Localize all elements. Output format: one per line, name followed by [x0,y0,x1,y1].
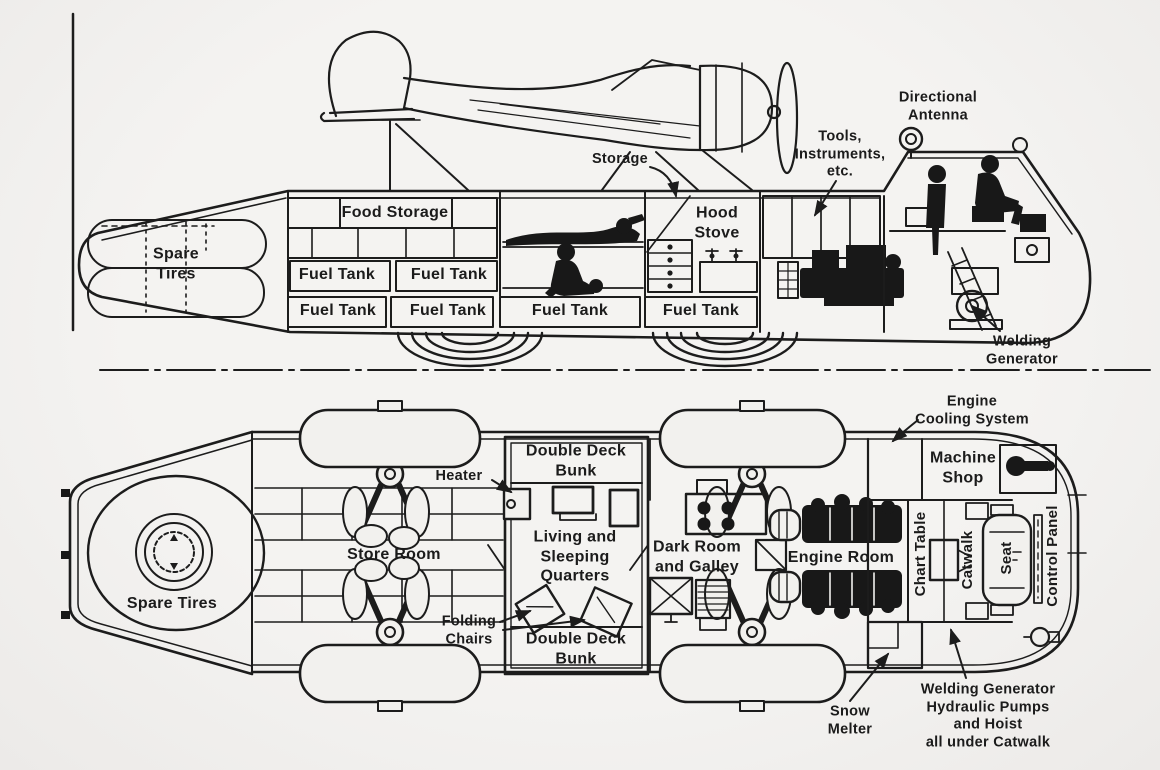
label-engine-room: Engine Room [787,549,895,567]
arrow-folding-chair-2 [502,615,586,631]
label-catwalk: Catwalk [958,530,976,590]
label-storage: Storage [591,151,649,168]
arrow-welding-side [970,304,1001,332]
food-storage-compartment [287,197,498,259]
cab [883,126,1050,333]
generator-side [777,261,799,299]
dresser-and-stove [647,239,758,293]
label-machine-shop: Machine Shop [929,449,997,486]
airplane-cowling [698,64,774,152]
label-food-storage: Food Storage [341,204,449,222]
label-dark-room-galley: Dark Room and Galley [652,538,742,575]
arrow-folding-chair-1 [499,610,532,623]
label-engine-cooling-system: Engine Cooling System [915,393,1029,427]
person-driver [972,155,1023,225]
person-sitting [545,243,603,298]
plan-view [61,400,1087,712]
welding-generator-machine [949,267,1003,330]
airplane-tail [327,30,412,118]
label-fuel-tank-l3: Fuel Tank [531,302,609,320]
airplane-fuselage [402,64,702,152]
engine-room-plan [754,494,902,619]
airplane [319,30,799,191]
arrow-engine-cooling [891,419,919,443]
label-tools-instruments: Tools, Instruments, etc. [794,128,886,180]
label-double-deck-bunk-top: Double Deck Bunk [525,442,627,479]
label-hood-stove: Hood Stove [694,204,740,241]
bunk-area-side [499,190,761,333]
label-heater: Heater [435,468,483,485]
engine-side [800,245,904,306]
spare-tire-plan [86,474,266,632]
galley-fittings [648,438,768,673]
label-folding-chairs: Folding Chairs [441,613,497,647]
label-chart-table: Chart Table [911,511,929,597]
side-view [71,12,1151,371]
label-seat: Seat [997,541,1015,575]
heater-unit [502,487,532,521]
airplane-canopy [611,59,701,91]
label-fuel-tank-l4: Fuel Tank [662,302,740,320]
person-lying [506,214,645,246]
label-directional-antenna: Directional Antenna [898,89,978,123]
label-double-deck-bunk-bottom: Double Deck Bunk [525,630,627,667]
label-living-sleeping-quarters: Living and Sleeping Quarters [533,528,617,585]
arrow-storage [649,166,680,198]
label-spare-tires-side: Spare Tires [153,245,199,282]
fuel-tanks [287,260,758,328]
label-control-panel: Control Panel [1043,505,1061,607]
airplane-tailplane [319,107,416,123]
label-fuel-tank-u1: Fuel Tank [298,266,376,284]
label-fuel-tank-u2: Fuel Tank [410,266,488,284]
hull-outline [77,150,1092,345]
label-fuel-tank-l1: Fuel Tank [299,302,377,320]
arrow-snow-melter [849,652,890,702]
front-compartments [866,437,1060,670]
arrow-heater [491,479,513,494]
person-standing [926,165,946,255]
label-snow-melter: Snow Melter [827,703,873,737]
engine-top [768,494,902,543]
tires-plan [298,400,847,712]
arrow-tools [813,180,837,217]
engine-bottom [768,570,902,619]
label-store-room: Store Room [347,546,441,564]
label-fuel-tank-l2: Fuel Tank [409,302,487,320]
label-spare-tires-plan: Spare Tires [126,595,218,613]
plan-rear-section [61,430,254,676]
wheels-side [396,331,799,368]
label-welding-generator-side: Welding Generator [986,333,1058,367]
spare-tires-side [87,219,267,318]
label-welding-generator-note: Welding Generator Hydraulic Pumps and Ho… [920,681,1056,751]
arrow-welding-note [949,628,967,679]
